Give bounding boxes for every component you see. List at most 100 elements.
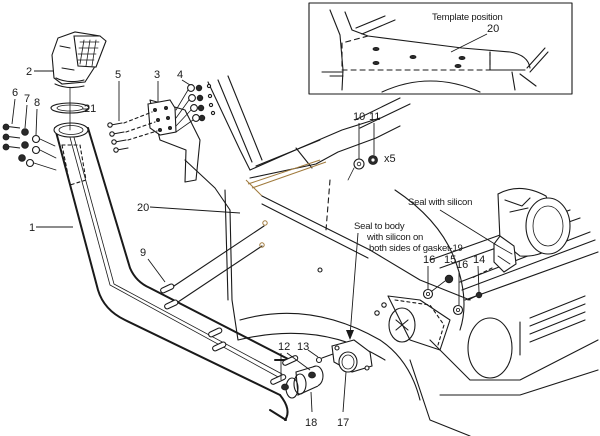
screw-head: [107, 122, 113, 128]
bumper-corner: [409, 359, 471, 436]
screw-head: [111, 139, 117, 145]
screw-13-shaft: [321, 353, 334, 359]
inset-leader-20: [450, 33, 488, 53]
stud-end: [210, 110, 216, 116]
template-hole: [454, 64, 462, 69]
label-part-7: 7: [24, 93, 30, 105]
washer-part-16a: [422, 288, 434, 300]
template-position-inset: Template position 20: [308, 2, 573, 95]
template-hole: [409, 55, 417, 60]
mounting-hole: [381, 302, 387, 308]
note-seal-to-body-line3: both sides of gasket-19: [369, 243, 463, 254]
inset-title: Template position: [432, 12, 503, 23]
nut: [187, 84, 195, 92]
label-part-14: 14: [473, 254, 485, 266]
bumper-lower: [439, 369, 599, 396]
label-part-8: 8: [34, 97, 40, 109]
washer: [31, 134, 41, 144]
body-hole: [259, 242, 265, 248]
leader-part-13: [307, 349, 319, 358]
leader-part-12b: [286, 352, 311, 371]
nut-15-axis: [431, 280, 446, 292]
inset-pillar: [329, 9, 344, 91]
inset-sill: [321, 71, 344, 77]
nut-outer: [195, 84, 203, 92]
leader-seal-with-silicon: [439, 209, 499, 247]
cowl-lines: [354, 97, 411, 129]
inset-fender-top: [344, 11, 531, 69]
snorkel-body-outer-left: [54, 127, 281, 396]
screw-head: [109, 131, 115, 137]
label-part-6: 6: [12, 87, 18, 99]
inset-headlight-lines: [511, 47, 549, 91]
bolt-part-14: [475, 291, 483, 299]
bracket-hole: [167, 126, 172, 131]
hose-clamps-part-12: [270, 355, 316, 391]
label-part-2: 2: [26, 66, 32, 78]
clamp-band: [270, 374, 287, 385]
fender-cutout-panel: [387, 295, 451, 351]
fender-top: [249, 125, 401, 179]
note-seal-to-body-line1: Seal to body: [354, 221, 405, 232]
nut: [21, 128, 29, 136]
label-part-10: 10: [353, 111, 365, 123]
bolt-head: [2, 133, 10, 141]
air-ram-detail-lines: [59, 45, 75, 71]
a-pillar-inner: [217, 79, 253, 163]
mounting-bracket-part-3: [147, 99, 177, 136]
nut: [21, 141, 29, 149]
label-part-18: 18: [305, 417, 317, 429]
note-seal-to-body-line2: with silicon on: [366, 232, 423, 243]
bolt-head: [2, 123, 10, 131]
snorkel-lower-bend: [279, 394, 289, 421]
clamp-screw: [281, 383, 289, 391]
label-part-5: 5: [115, 69, 121, 81]
inset-hood-lines: [355, 15, 396, 35]
nut: [192, 114, 200, 122]
label-part-12: 12: [278, 341, 290, 353]
snorkel-body-outer-right: [87, 127, 291, 361]
installation-notes: Seal with silicon Seal to body with sili…: [346, 197, 499, 340]
label-part-3: 3: [154, 69, 160, 81]
template-hole: [372, 61, 380, 66]
label-part-20: 20: [137, 202, 149, 214]
washer-part-10: [353, 158, 365, 170]
wheel-arch: [239, 312, 421, 401]
washer-16a-hole: [425, 291, 430, 296]
air-ram-mesh: [77, 39, 100, 67]
bumper-top: [429, 339, 599, 381]
bracket-hole: [152, 108, 157, 113]
label-part-16a: 16: [423, 254, 435, 266]
air-ram-mesh-frame: [73, 35, 107, 68]
hood-edge-1: [249, 117, 381, 171]
quantity-note-x5: x5: [384, 153, 396, 165]
a-pillar-rear: [227, 75, 263, 161]
label-part-16b: 16: [456, 259, 468, 271]
flange-hole: [364, 365, 370, 371]
nuts-part-4: [175, 83, 216, 133]
door-edge: [184, 159, 239, 341]
screw-part-13: [315, 353, 334, 364]
template-outline: [341, 35, 491, 71]
leader-part-4: [181, 79, 191, 86]
label-part-21: 21: [84, 103, 96, 115]
flange-spout-inner: [341, 354, 355, 370]
label-part-4: 4: [177, 69, 183, 81]
fender-template-edge: [247, 159, 327, 189]
air-cleaner-strap: [504, 197, 531, 213]
fasteners-10-11: [325, 155, 378, 231]
inset-callout-20: 20: [487, 23, 499, 35]
label-part-17: 17: [337, 417, 349, 429]
label-part-1: 1: [29, 222, 35, 234]
nut-leader-lines: [175, 89, 194, 133]
leader-part-20: [149, 206, 241, 214]
template-hole: [458, 56, 466, 61]
door-seam: [224, 189, 229, 301]
a-pillar-outer: [207, 81, 251, 171]
screw-13-head: [315, 356, 323, 364]
bolt-head: [2, 143, 10, 151]
screw-shafts: [110, 122, 129, 151]
washer-16b-hole: [455, 307, 460, 312]
nut-part-7: [18, 128, 29, 162]
label-part-15: 15: [444, 254, 456, 266]
